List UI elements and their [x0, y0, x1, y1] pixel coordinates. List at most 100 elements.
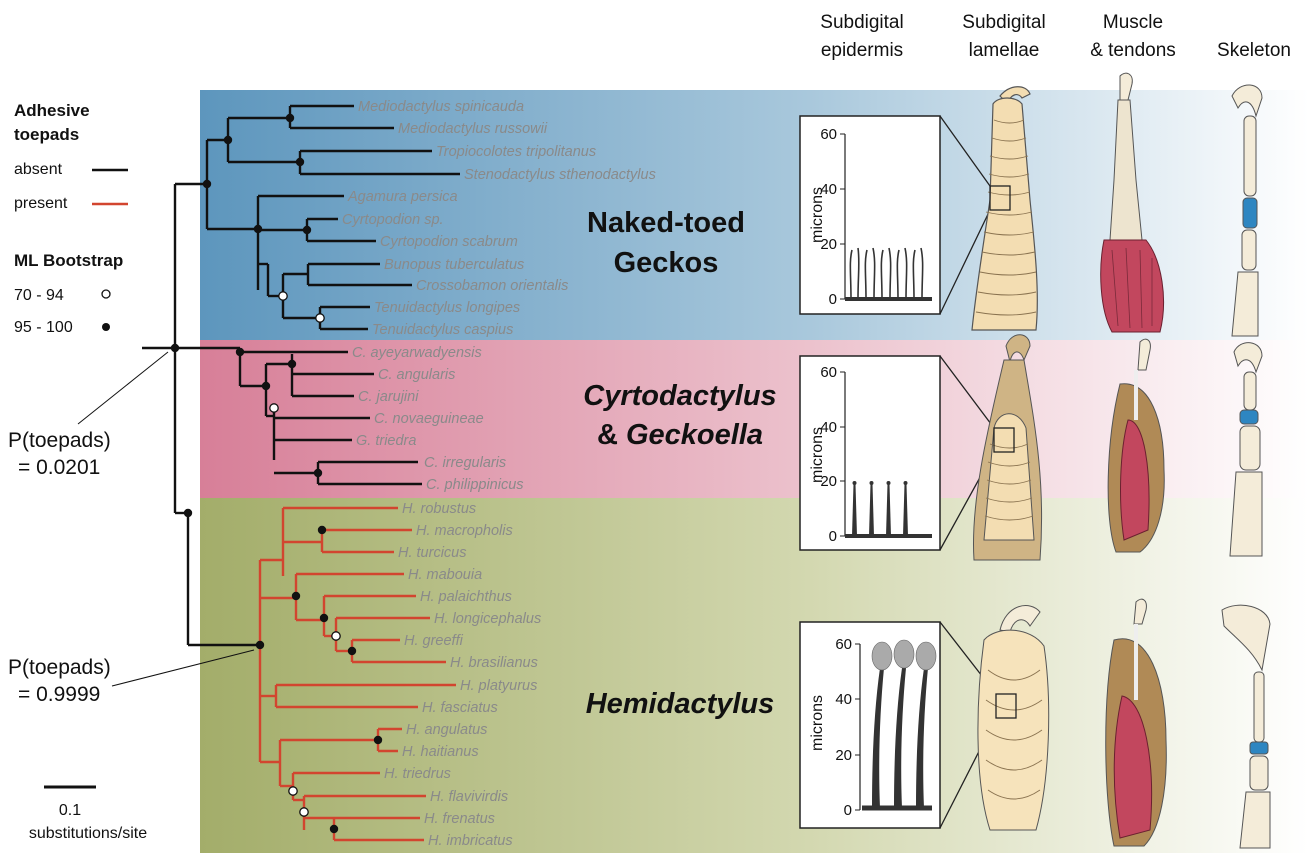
inset-tick: 60	[820, 364, 837, 381]
taxon-label: C. angularis	[378, 367, 455, 383]
inset-tick: 60	[835, 636, 852, 653]
taxon-label: H. triedrus	[384, 766, 451, 782]
taxon-label: H. turcicus	[398, 545, 467, 561]
node-bs-high	[256, 641, 264, 649]
taxon-label: Bunopus tuberculatus	[384, 257, 524, 273]
legend-bs-high-label: 95 - 100	[14, 319, 73, 336]
taxon-label: H. brasilianus	[450, 655, 538, 671]
taxon-label: Agamura persica	[347, 189, 458, 205]
p-toepads-hemidactylus-label: P(toepads)	[8, 656, 111, 679]
skeleton-highlight	[1243, 198, 1257, 228]
group-geckoella: Geckoella	[626, 419, 763, 451]
taxon-label: Cyrtopodion scabrum	[380, 234, 518, 250]
taxon-label: G. triedra	[356, 433, 416, 449]
taxon-label: Crossobamon orientalis	[416, 278, 568, 294]
node-bs-high	[303, 226, 311, 234]
node-bs-high	[348, 647, 356, 655]
group-hemidactylus: Hemidactylus	[586, 688, 775, 720]
node-bs-low	[332, 632, 340, 640]
lamellae-drawing-hemi	[978, 606, 1049, 830]
legend-bs-low-label: 70 - 94	[14, 287, 64, 304]
taxon-label: C. irregularis	[424, 455, 506, 471]
header-epidermis-line1: Subdigital	[820, 12, 903, 33]
node-bs-high	[296, 158, 304, 166]
group-geckoella-line: & Geckoella	[597, 419, 763, 451]
taxon-label: H. frenatus	[424, 811, 495, 827]
node-bs-high	[330, 825, 338, 833]
legend-bs-low-marker	[102, 290, 110, 298]
node-bs-high	[236, 348, 244, 356]
node-bs-high	[314, 469, 322, 477]
node-bs-high	[224, 136, 232, 144]
header-epidermis-line2: epidermis	[821, 40, 903, 61]
taxon-label: Tenuidactylus longipes	[374, 300, 520, 316]
legend-bootstrap-title: ML Bootstrap	[14, 251, 123, 270]
taxon-label: Tenuidactylus caspius	[372, 322, 513, 338]
header-muscle-line2: & tendons	[1090, 40, 1176, 61]
inset-tick: 60	[820, 126, 837, 143]
legend-absent-label: absent	[14, 161, 63, 178]
node-bs-high	[318, 526, 326, 534]
taxon-label: H. fasciatus	[422, 700, 498, 716]
legend-toepads-title-1: Adhesive	[14, 101, 90, 120]
node-bs-high	[262, 382, 270, 390]
node-bs-high	[374, 736, 382, 744]
node-bs-high	[286, 114, 294, 122]
inset-tick: 20	[835, 747, 852, 764]
taxon-label: H. flavivirdis	[430, 789, 508, 805]
node-bs-low	[279, 292, 287, 300]
taxon-label: H. macropholis	[416, 523, 513, 539]
node-bs-low	[270, 404, 278, 412]
header-lamellae-line1: Subdigital	[962, 12, 1045, 33]
node-bs-low	[300, 808, 308, 816]
taxon-label: H. haitianus	[402, 744, 479, 760]
legend-bs-high-marker	[102, 323, 110, 331]
inset-tick: 0	[829, 528, 837, 545]
taxon-label: H. angulatus	[406, 722, 487, 738]
taxon-label: Mediodactylus russowii	[398, 121, 548, 137]
p-toepads-ancestral-pointer	[78, 352, 168, 424]
inset-tick: 0	[844, 802, 852, 819]
inset-ylabel: microns	[809, 695, 826, 751]
skeleton-highlight	[1250, 742, 1268, 754]
taxon-label: Tropiocolotes tripolitanus	[436, 144, 596, 160]
inset-tick: 40	[820, 419, 837, 436]
taxon-label: C. ayeyarwadyensis	[352, 345, 482, 361]
inset-tick: 40	[820, 181, 837, 198]
taxon-label: H. platyurus	[460, 678, 537, 694]
taxon-label: Stenodactylus sthenodactylus	[464, 167, 656, 183]
taxon-label: C. novaeguineae	[374, 411, 484, 427]
p-toepads-ancestral-value: = 0.0201	[18, 456, 100, 479]
taxon-label: H. longicephalus	[434, 611, 541, 627]
inset-tick: 20	[820, 236, 837, 253]
taxon-label: C. philippinicus	[426, 477, 524, 493]
column-headers: Subdigital epidermis Subdigital lamellae…	[820, 12, 1291, 61]
inset-tick: 20	[820, 473, 837, 490]
group-geckoella-amp: &	[597, 419, 626, 451]
legend-present-label: present	[14, 195, 68, 212]
node-bs-low	[316, 314, 324, 322]
node-bs-high	[292, 592, 300, 600]
node-bs-high	[254, 225, 262, 233]
taxon-label: Cyrtopodion sp.	[342, 212, 444, 228]
taxon-label: Mediodactylus spinicauda	[358, 99, 524, 115]
legend-toepads-title-2: toepads	[14, 125, 79, 144]
scale-value: 0.1	[59, 802, 81, 819]
node-bs-high	[288, 360, 296, 368]
header-lamellae-line2: lamellae	[969, 40, 1040, 61]
p-toepads-ancestral-label: P(toepads)	[8, 429, 111, 452]
node-bs-low	[289, 787, 297, 795]
header-muscle-line1: Muscle	[1103, 12, 1163, 33]
taxon-label: C. jarujini	[358, 389, 419, 405]
node-bs-high	[184, 509, 192, 517]
inset-tick: 40	[835, 691, 852, 708]
skeleton-highlight	[1240, 410, 1258, 424]
taxon-label: H. greeffi	[404, 633, 464, 649]
scale-unit: substitutions/site	[29, 825, 147, 842]
taxon-label: H. palaichthus	[420, 589, 512, 605]
taxon-label: H. robustus	[402, 501, 476, 517]
node-bs-high	[320, 614, 328, 622]
group-cyrtodactylus: Cyrtodactylus	[583, 380, 776, 412]
inset-tick: 0	[829, 291, 837, 308]
